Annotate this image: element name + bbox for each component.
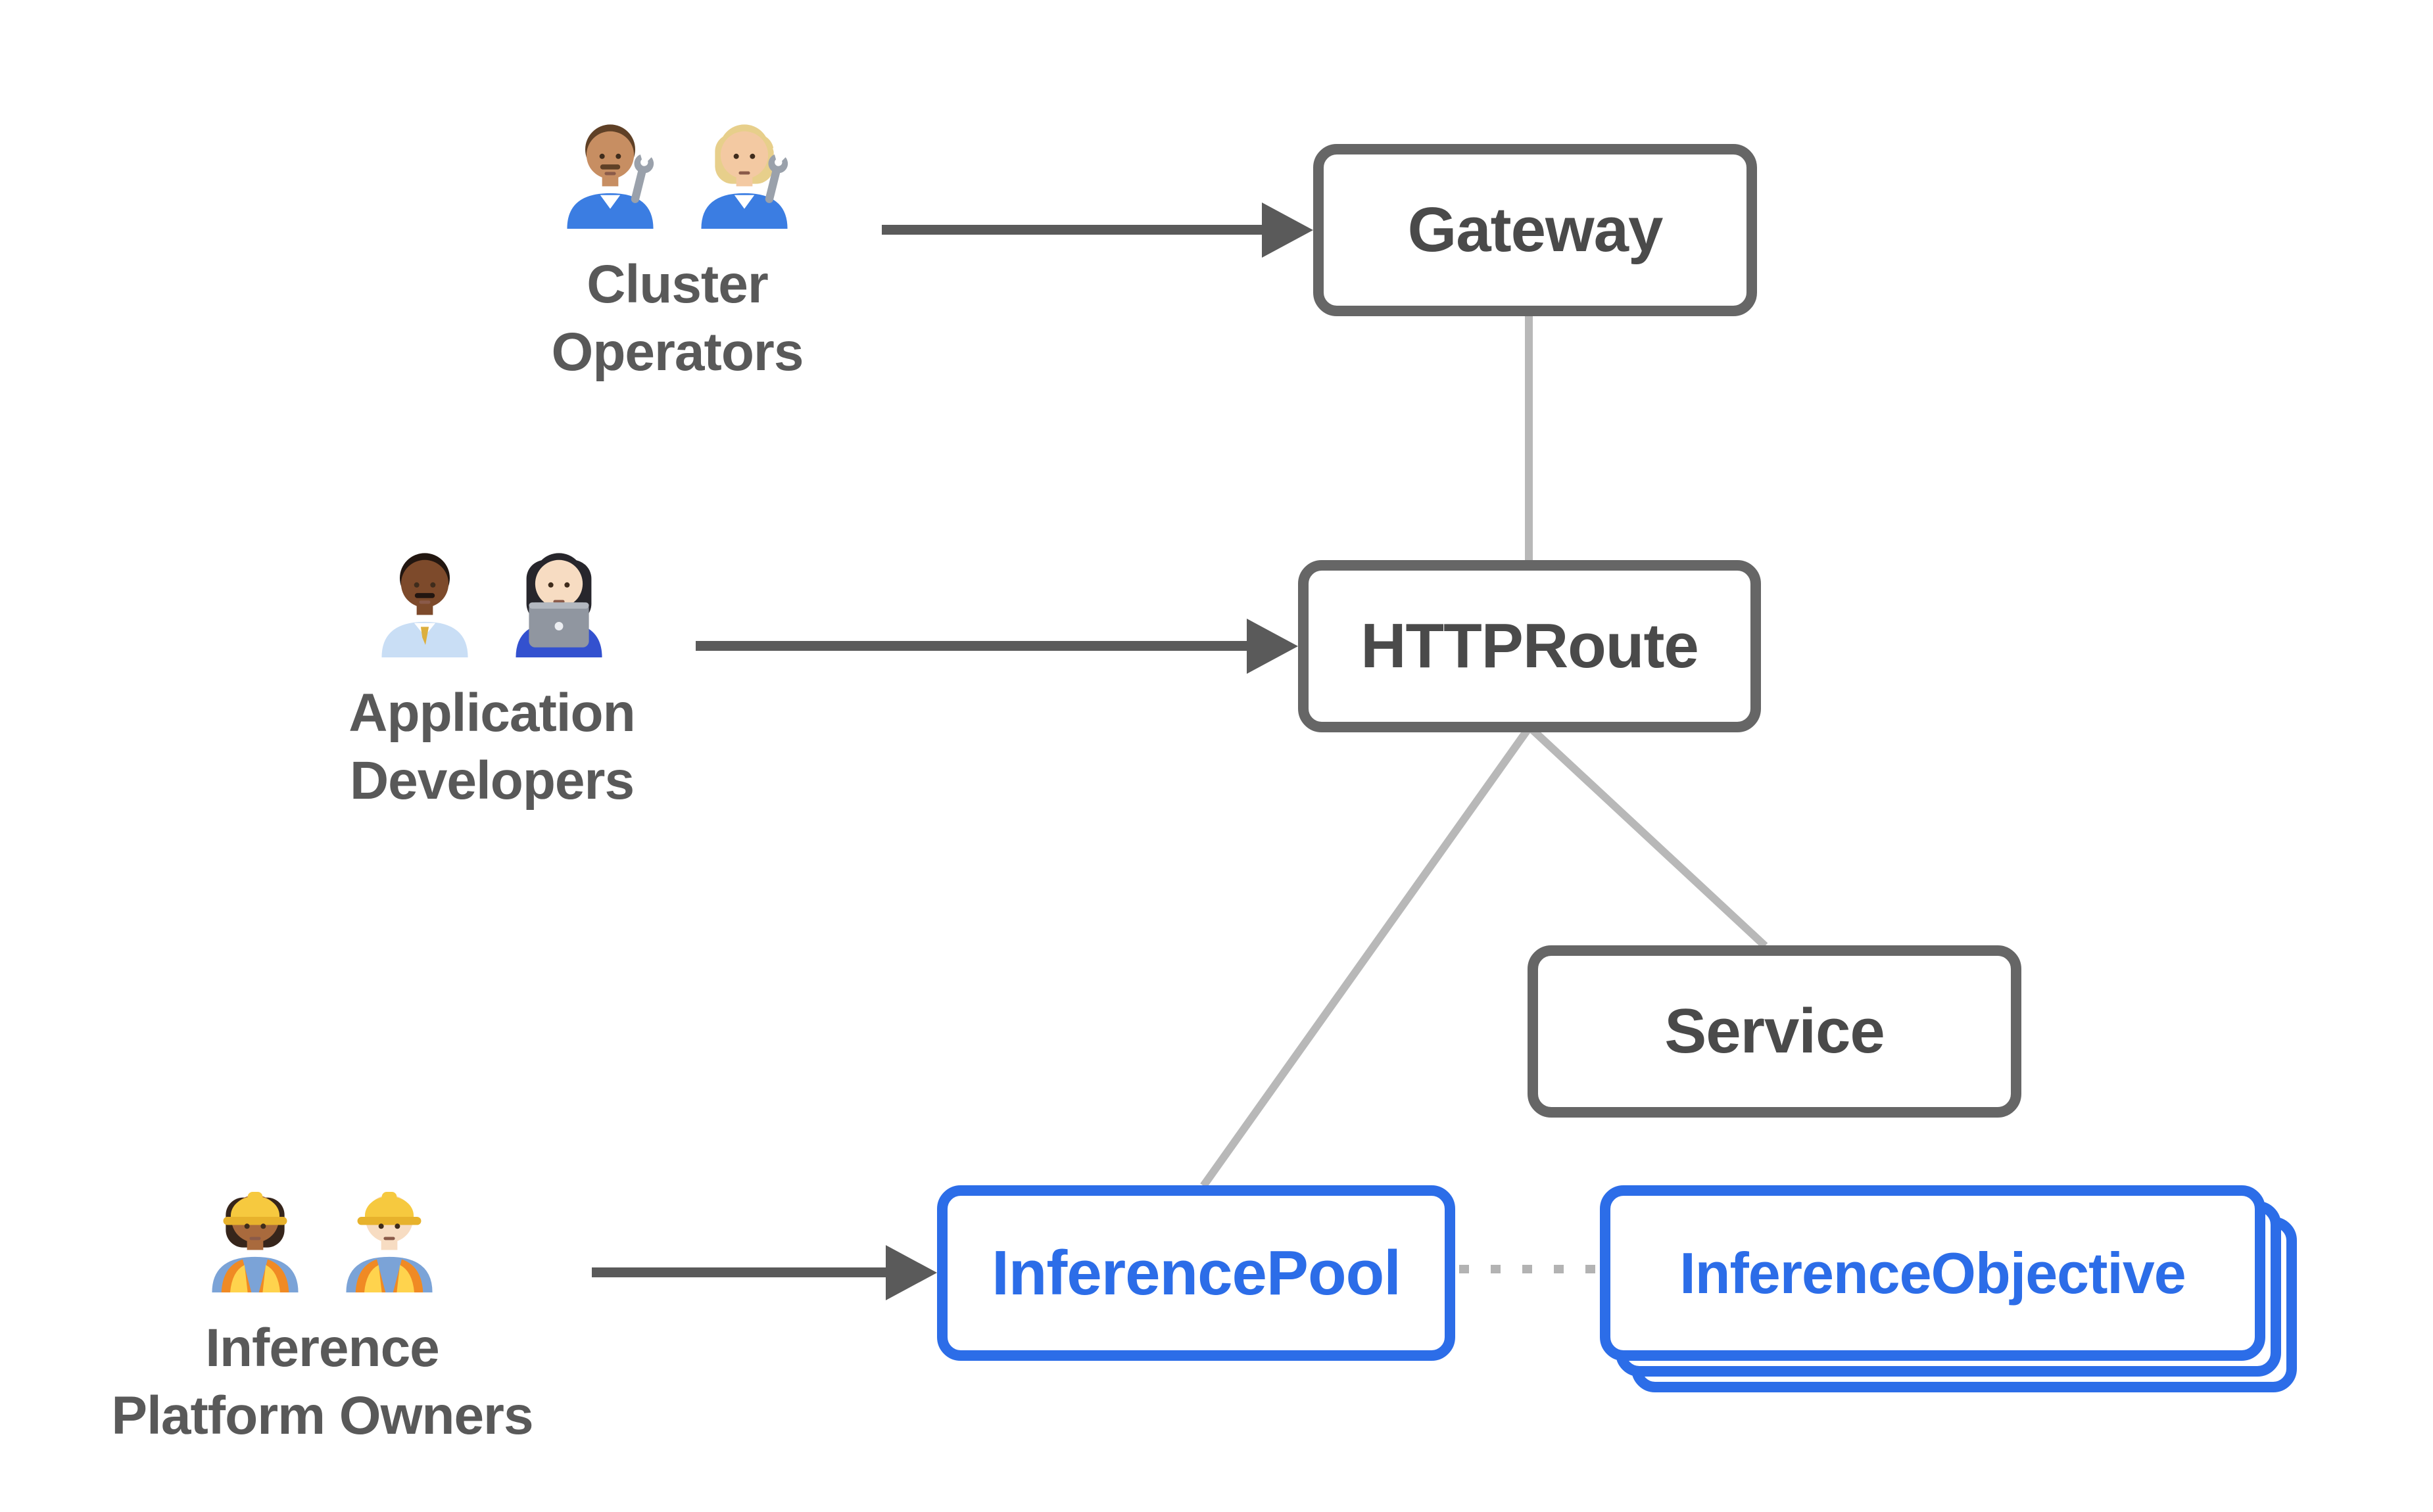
inference-platform-owners-label: Inference Platform Owners (111, 1315, 533, 1450)
arrow-application-developers-to-httproute-head (1247, 619, 1298, 674)
arrow-application-developers-to-httproute (696, 641, 1249, 651)
httproute-label: HTTPRoute (1361, 611, 1699, 681)
inference-platform-owners-label-line2: Platform Owners (111, 1385, 533, 1446)
inferenceobjective-label: InferenceObjective (1679, 1240, 2186, 1306)
service-label: Service (1664, 996, 1885, 1066)
cluster-operators-label-line1: Cluster (587, 254, 769, 314)
cluster-operators-label-line2: Operators (551, 321, 804, 382)
arrow-platform-owners-to-inferencepool (592, 1267, 888, 1277)
arrow-cluster-operators-to-gateway (882, 225, 1265, 235)
man-construction-worker-icon (327, 1168, 452, 1292)
cluster-operators-label: Cluster Operators (552, 251, 804, 386)
actor-application-developers: Application Developers (189, 532, 794, 815)
actor-inference-platform-owners: Inference Platform Owners (20, 1168, 625, 1450)
man-office-worker-icon (362, 532, 487, 657)
httproute-node: HTTPRoute (1298, 560, 1761, 732)
inference-platform-owners-label-line1: Inference (205, 1318, 440, 1378)
dotted-connector-inferencepool-inferenceobjective (1459, 1265, 1599, 1273)
inferencepool-label: InferencePool (992, 1237, 1401, 1308)
connector-httproute-service (1526, 724, 1768, 949)
woman-mechanic-icon (682, 104, 807, 229)
application-developers-icons (362, 532, 621, 657)
inference-platform-owners-icons (193, 1168, 452, 1292)
gateway-label: Gateway (1407, 195, 1664, 265)
cluster-operators-icons (548, 104, 807, 229)
man-mechanic-icon (548, 104, 673, 229)
actor-cluster-operators: Cluster Operators (375, 104, 980, 386)
arrow-platform-owners-to-inferencepool-head (886, 1245, 937, 1300)
arrow-cluster-operators-to-gateway-head (1262, 202, 1313, 258)
application-developers-label: Application Developers (349, 680, 635, 815)
application-developers-label-line2: Developers (349, 750, 635, 811)
inferencepool-node: InferencePool (937, 1185, 1455, 1361)
woman-technologist-icon (496, 532, 621, 657)
gateway-node: Gateway (1313, 144, 1757, 316)
inferenceobjective-node: InferenceObjective (1600, 1185, 2265, 1361)
woman-construction-worker-icon (193, 1168, 318, 1292)
application-developers-label-line1: Application (349, 683, 635, 743)
connector-httproute-inferencepool (1200, 724, 1533, 1189)
connector-gateway-httproute (1525, 309, 1533, 567)
service-node: Service (1528, 945, 2021, 1118)
